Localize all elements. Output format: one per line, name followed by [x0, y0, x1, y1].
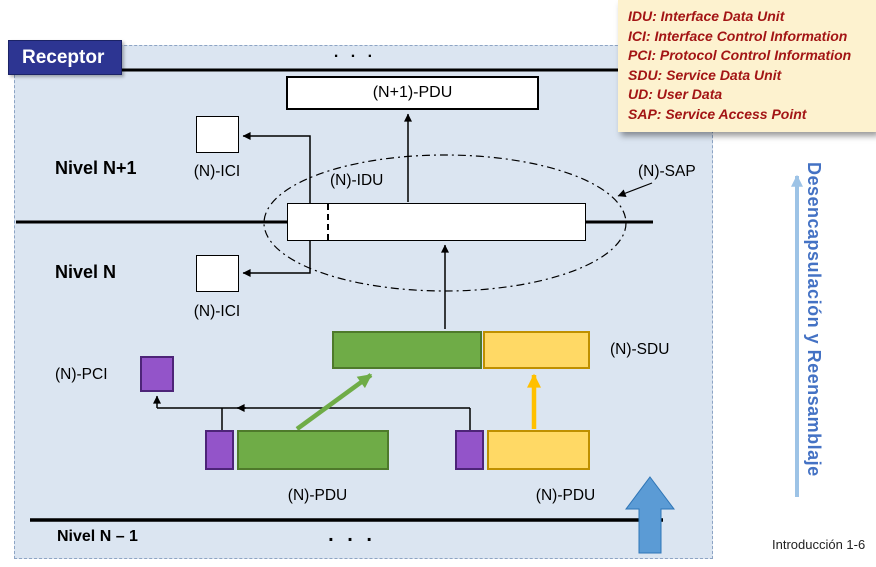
- legend-line-ici: ICI: Interface Control Information: [628, 27, 848, 44]
- n-sdu-label: (N)-SDU: [610, 341, 670, 358]
- n-ici-bottom-box: [196, 255, 239, 292]
- pdu-left-label: (N)-PDU: [287, 487, 348, 504]
- n-ici-top-box: [196, 116, 239, 153]
- side-caption: Desencapsulación y Reensamblaje: [804, 162, 824, 477]
- n-ici-top-label: (N)-ICI: [193, 163, 241, 180]
- legend-line-idu: IDU: Interface Data Unit: [628, 8, 785, 24]
- slide-footer: Introducción 1-6: [772, 537, 866, 552]
- legend-line-ud: UD: User Data: [628, 86, 723, 102]
- n-ici-bottom-label: (N)-ICI: [193, 303, 241, 320]
- n-pci-box: [140, 356, 174, 392]
- n-pci-label: (N)-PCI: [55, 366, 108, 383]
- nivel-n-minus-1-label: Nivel N – 1: [57, 528, 138, 545]
- nivel-n-label: Nivel N: [55, 262, 117, 282]
- n-sdu-yellow-segment: [483, 331, 590, 369]
- nivel-n-plus-1-label: Nivel N+1: [55, 158, 137, 178]
- diagram-panel: [14, 45, 713, 559]
- pdu-left-pci-segment: [205, 430, 234, 470]
- legend-line-sdu: SDU: Service Data Unit: [628, 66, 782, 83]
- pdu-right-pci-segment: [455, 430, 484, 470]
- legend-line-sap: SAP: Service Access Point: [628, 105, 807, 122]
- n-sdu-green-segment: [332, 331, 482, 369]
- receptor-title: Receptor: [8, 40, 122, 75]
- idu-ici-divider: [327, 204, 329, 240]
- n1-pdu-box: (N+1)-PDU: [286, 76, 539, 110]
- upper-layers-ellipsis: . . .: [333, 44, 377, 61]
- pdu-left-green-segment: [237, 430, 389, 470]
- pdu-right-yellow-segment: [487, 430, 590, 470]
- n-sap-label: (N)-SAP: [638, 163, 696, 180]
- n-idu-label: (N)-IDU: [330, 172, 384, 189]
- legend-line-pci: PCI: Protocol Control Information: [628, 47, 852, 63]
- lower-layers-ellipsis: . . .: [328, 524, 376, 546]
- pdu-right-label: (N)-PDU: [535, 487, 596, 504]
- legend-box: IDU: Interface Data Unit ICI: Interface …: [618, 0, 876, 132]
- n-idu-box: [287, 203, 586, 241]
